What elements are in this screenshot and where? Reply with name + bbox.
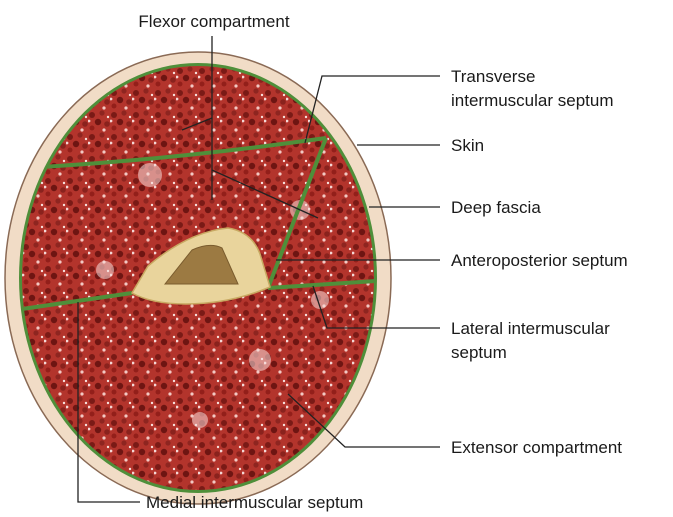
label-lateral-septum-line1: Lateral intermuscular xyxy=(451,319,610,338)
label-lateral-septum-line2: septum xyxy=(451,343,507,362)
label-skin: Skin xyxy=(451,136,484,155)
label-transverse-septum-line2: intermuscular septum xyxy=(451,91,614,110)
label-transverse-septum-line1: Transverse xyxy=(451,67,535,86)
label-medial-septum: Medial intermuscular septum xyxy=(146,493,363,512)
label-extensor-compartment: Extensor compartment xyxy=(451,438,622,457)
label-anteroposterior-septum: Anteroposterior septum xyxy=(451,251,628,270)
label-deep-fascia: Deep fascia xyxy=(451,198,541,217)
label-flexor-compartment: Flexor compartment xyxy=(138,12,289,31)
